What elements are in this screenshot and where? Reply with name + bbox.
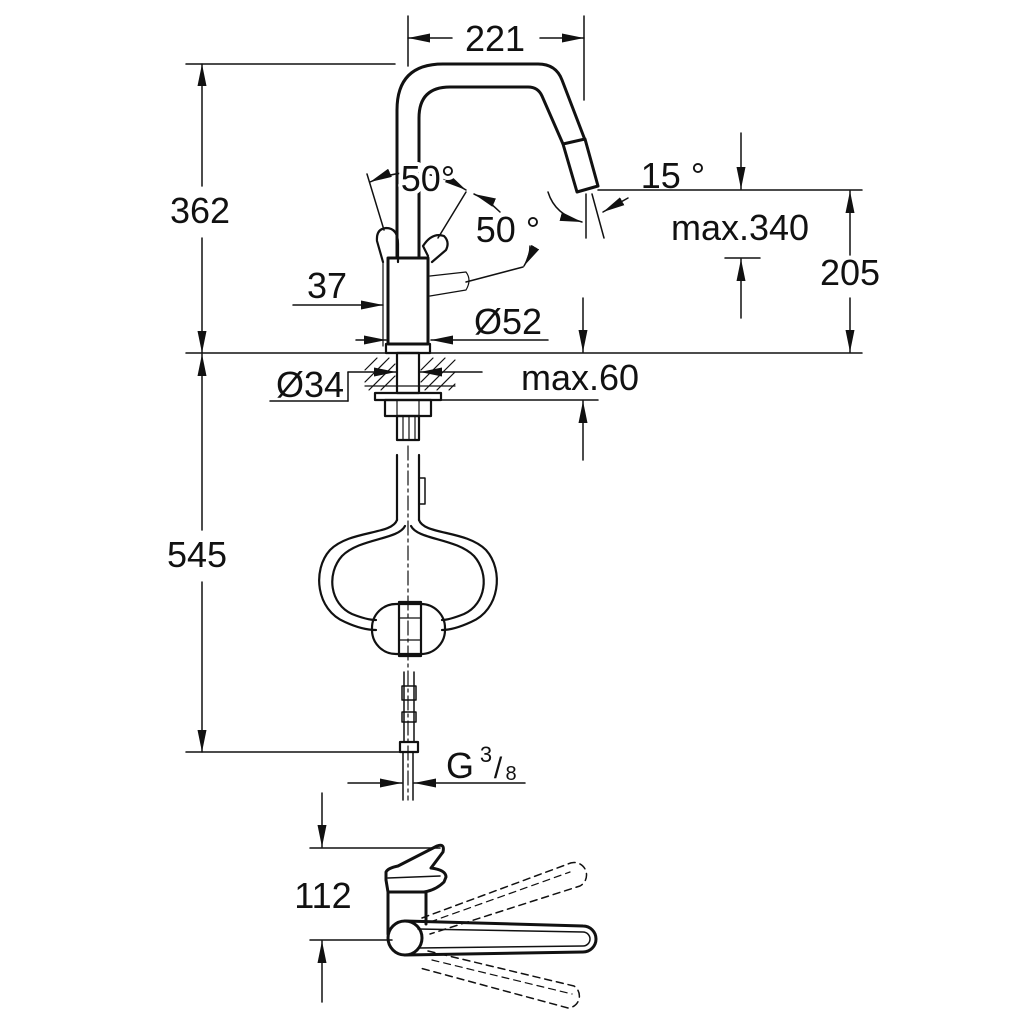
dimension-112: 112 (294, 792, 441, 1003)
spout-side-inner (417, 928, 591, 949)
thread-slash: / (494, 752, 503, 785)
hatch-line (420, 357, 434, 371)
lever-side-edge (387, 875, 441, 879)
lever-position-right (421, 234, 449, 264)
hatch-line (364, 357, 390, 383)
spray-head (561, 137, 600, 194)
dimension-label: 221 (465, 18, 525, 59)
angle-reference-line-left (366, 173, 385, 231)
angle-arc-2-end (523, 244, 540, 267)
dimension-label: max.60 (521, 357, 639, 398)
hose-loop-left-outer (318, 518, 399, 632)
connection-fitting (398, 740, 420, 754)
nut (383, 398, 433, 418)
spout-swivel-ghost-up (421, 861, 588, 935)
dimension-max-60: max.60 (430, 297, 639, 461)
dimension-diameter-52: Ø52 (355, 301, 549, 345)
hose-loop-right-outer (417, 518, 498, 632)
lever-angle-dimensions: 50° 50 ° (366, 154, 540, 283)
dimension-label: 545 (167, 534, 227, 575)
supply-hose-sleeve (401, 685, 417, 701)
angle-arrow-right (602, 197, 629, 213)
dimension-label: Ø52 (474, 301, 542, 342)
angle-reference-line-right (437, 191, 467, 239)
lever-side (384, 843, 448, 894)
dimension-label: 112 (294, 875, 351, 916)
hose-weight-core (397, 600, 423, 658)
spout-swivel-ghost-down (419, 950, 581, 1009)
hose-loop-left-inner (331, 524, 407, 622)
spout-side-outer (403, 919, 598, 957)
dimension-diameter-34: Ø34 (269, 364, 483, 405)
mounting-hardware (364, 351, 456, 442)
thread-denominator: 8 (505, 763, 516, 785)
spout-outer-outline (395, 62, 587, 260)
angle-reference-line-horizontal (465, 266, 524, 283)
dimension-label: max.340 (671, 207, 809, 248)
dimension-label: 37 (307, 265, 347, 306)
spray-axis-tilted (591, 193, 605, 239)
hose-loop-right-inner (409, 524, 485, 622)
dimension-label: 362 (170, 190, 230, 231)
spout-swivel-joint (386, 919, 424, 957)
dimension-545: 545 (167, 353, 406, 753)
faucet-body (386, 256, 430, 346)
threaded-stub (395, 414, 421, 442)
dimension-label: Ø34 (276, 364, 344, 405)
angle-arc-1 (369, 168, 467, 191)
dimension-362: 362 (170, 63, 396, 354)
angle-arc-left (547, 191, 583, 223)
hose-weight (370, 602, 447, 656)
thread-letter: G (446, 745, 474, 786)
dimension-max-340: max.340 (671, 132, 809, 319)
hatch-line (448, 383, 456, 391)
hatch-line (436, 371, 456, 391)
angle-label-2: 50 ° (476, 209, 540, 250)
pullout-hose (318, 445, 498, 801)
faucet-side-view (384, 843, 598, 1009)
dimension-37: 37 (292, 261, 384, 347)
spout-inner-outline (417, 85, 565, 260)
spray-angle-dimension: 15 ° (547, 155, 863, 239)
spout-swivel-ghost-down-inner (431, 959, 573, 995)
dimension-thread-g: G 3 / 8 (347, 742, 526, 788)
hatch-line (380, 375, 396, 391)
thread-numerator: 3 (480, 742, 492, 767)
spout-swivel-ghost-up-inner (429, 871, 571, 923)
supply-hose-sleeve (401, 711, 417, 723)
dimension-221: 221 (407, 15, 585, 101)
lever-position-left (375, 226, 400, 264)
dimension-label: 205 (820, 252, 880, 293)
angle-label-1: 50° (401, 158, 455, 199)
hatch-line (364, 357, 378, 371)
angle-label: 15 ° (641, 155, 705, 196)
dimension-205: 205 (820, 190, 880, 353)
hose-clip (418, 477, 426, 505)
shank (395, 351, 421, 395)
faucet-front-view (375, 62, 600, 355)
lever-position-horizontal (429, 271, 470, 297)
hatch-line (420, 357, 446, 383)
angle-arc-2-start (473, 193, 501, 213)
